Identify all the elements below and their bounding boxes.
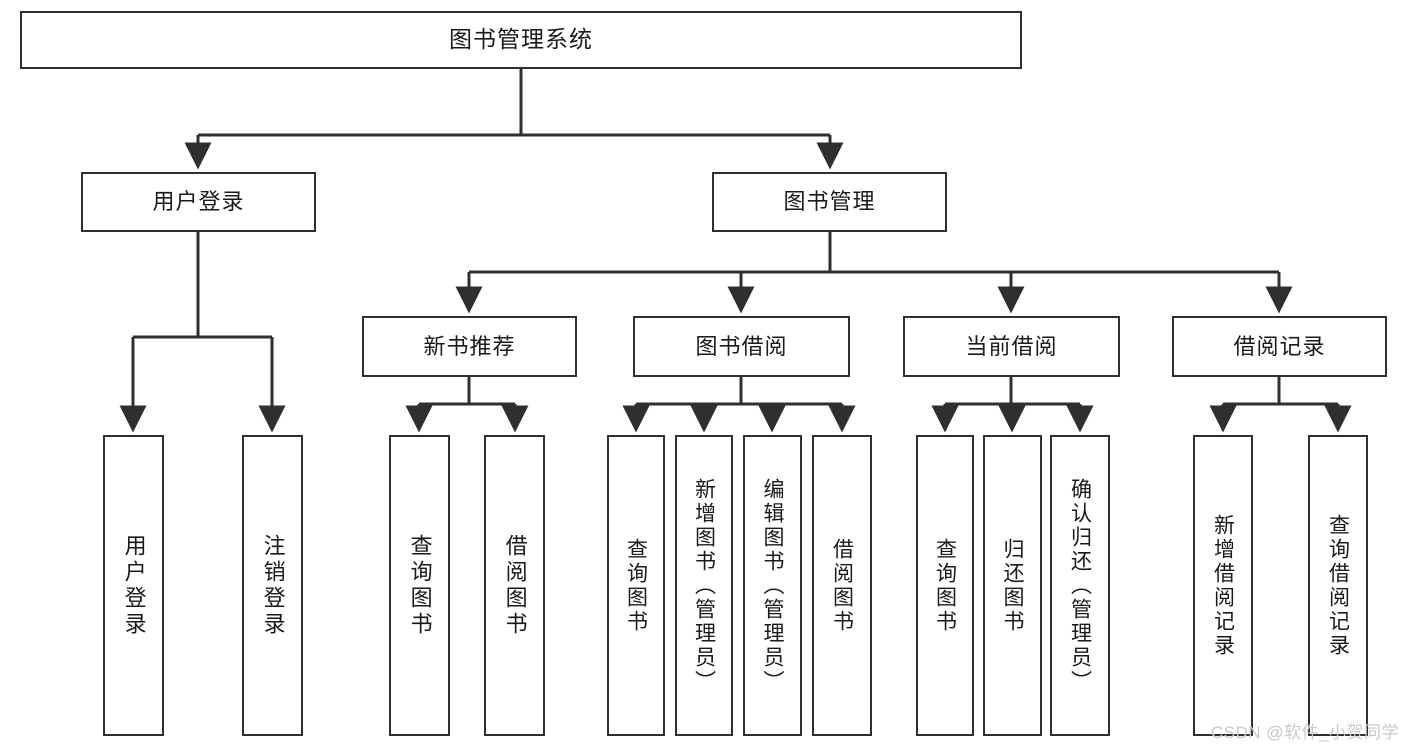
node-label: 图书借阅 xyxy=(695,333,788,359)
leaf-edit-book-admin[interactable]: 编辑图书（管理员） xyxy=(743,435,802,736)
leaf-borrow-book-recommend[interactable]: 借阅图书 xyxy=(484,435,545,736)
leaf-user-login[interactable]: 用户登录 xyxy=(103,435,164,736)
leaf-query-book-current[interactable]: 查询图书 xyxy=(916,435,974,736)
node-label: 归还图书 xyxy=(1001,537,1025,634)
node-label: 用户登录 xyxy=(152,189,245,215)
node-book-borrow[interactable]: 图书借阅 xyxy=(633,316,850,377)
leaf-query-borrow-record[interactable]: 查询借阅记录 xyxy=(1308,435,1368,736)
node-label: 借阅图书 xyxy=(830,537,854,634)
node-label: 查询图书 xyxy=(624,537,648,634)
node-label: 新书推荐 xyxy=(423,333,516,359)
node-label: 新增图书（管理员） xyxy=(692,477,716,694)
leaf-query-book-recommend[interactable]: 查询图书 xyxy=(389,435,450,736)
node-label: 查询借阅记录 xyxy=(1326,513,1350,658)
node-label: 借阅记录 xyxy=(1233,333,1326,359)
node-book-manage[interactable]: 图书管理 xyxy=(712,172,947,232)
leaf-add-book-admin[interactable]: 新增图书（管理员） xyxy=(675,435,733,736)
node-label: 注销登录 xyxy=(260,533,286,638)
node-label: 用户登录 xyxy=(121,533,147,638)
leaf-return-book[interactable]: 归还图书 xyxy=(983,435,1042,736)
node-label: 新增借阅记录 xyxy=(1211,513,1235,658)
node-label: 借阅图书 xyxy=(502,533,528,638)
node-label: 查询图书 xyxy=(933,537,957,634)
node-label: 图书管理 xyxy=(783,189,876,215)
node-user-login[interactable]: 用户登录 xyxy=(81,172,316,232)
node-label: 确认归还（管理员） xyxy=(1068,477,1092,694)
node-book-management-system[interactable]: 图书管理系统 xyxy=(20,11,1022,69)
node-borrow-record[interactable]: 借阅记录 xyxy=(1172,316,1387,377)
node-label: 查询图书 xyxy=(407,533,433,638)
node-label: 图书管理系统 xyxy=(449,26,593,53)
leaf-confirm-return-admin[interactable]: 确认归还（管理员） xyxy=(1050,435,1110,736)
node-label: 编辑图书（管理员） xyxy=(761,477,785,694)
leaf-add-borrow-record[interactable]: 新增借阅记录 xyxy=(1193,435,1253,736)
leaf-borrow-book[interactable]: 借阅图书 xyxy=(812,435,872,736)
node-new-book-recommend[interactable]: 新书推荐 xyxy=(362,316,577,377)
leaf-user-logout[interactable]: 注销登录 xyxy=(242,435,303,736)
node-current-borrow[interactable]: 当前借阅 xyxy=(903,316,1120,377)
leaf-query-book-borrow[interactable]: 查询图书 xyxy=(607,435,665,736)
node-label: 当前借阅 xyxy=(965,333,1058,359)
